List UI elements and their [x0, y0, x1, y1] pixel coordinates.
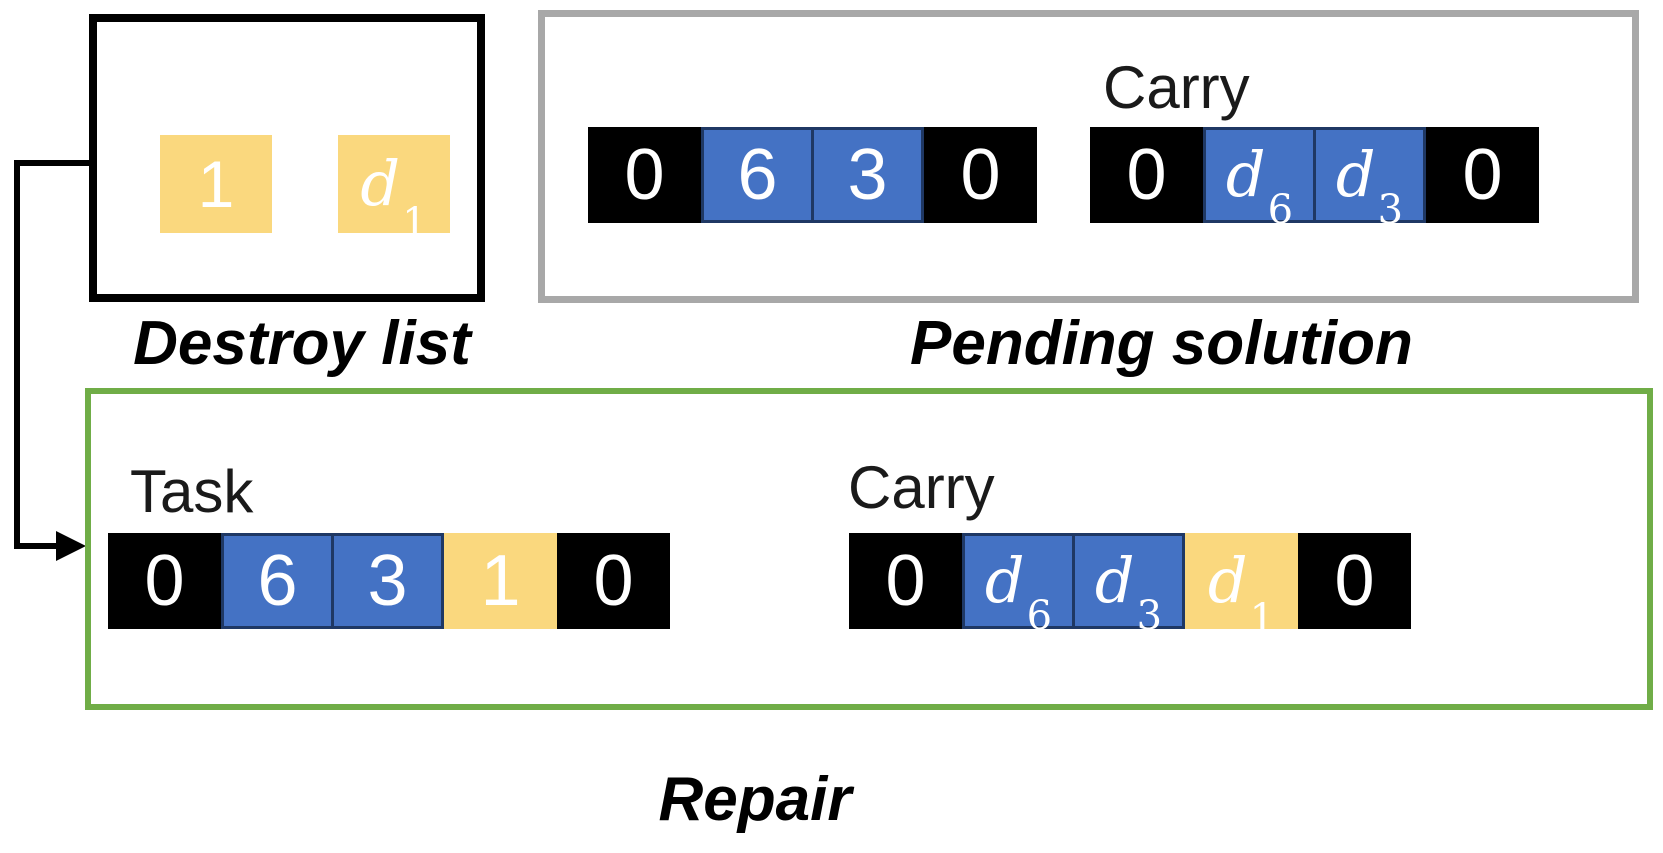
math-variable: d [360, 147, 401, 220]
sequence-cell: 0 [924, 127, 1037, 223]
repair-carry-label: Carry [848, 454, 995, 521]
sequence-cell: 0 [1090, 127, 1203, 223]
sequence-cell: 3 [331, 533, 444, 629]
destroy-to-repair-arrow [14, 160, 92, 561]
sequence-cell: 6 [701, 127, 814, 223]
math-variable: d [984, 544, 1025, 617]
sequence-cell: 6 [221, 533, 334, 629]
math-subscript: 6 [1026, 593, 1053, 639]
math-variable: d [1225, 138, 1266, 211]
sequence-cell: 0 [1298, 533, 1411, 629]
math-subscript: 1 [402, 200, 428, 246]
math-variable: d [1335, 138, 1376, 211]
sequence-cell: 0 [588, 127, 701, 223]
repair-title: Repair [658, 765, 852, 834]
repair-task-label: Task [130, 458, 254, 525]
math-subscript: 3 [1136, 593, 1163, 639]
sequence-cell: 0 [1426, 127, 1539, 223]
math-subscript: 1 [1249, 596, 1276, 642]
sequence-cell: 0 [849, 533, 962, 629]
destroy-item-cell: 1 [160, 135, 272, 233]
destroy-list-title: Destroy list [133, 309, 471, 378]
sequence-cell: 3 [811, 127, 924, 223]
math-subscript: 3 [1377, 187, 1404, 233]
pending-solution-title: Pending solution [910, 309, 1413, 378]
math-subscript: 6 [1267, 187, 1294, 233]
sequence-cell: 0 [108, 533, 221, 629]
math-variable: d [1094, 544, 1135, 617]
sequence-cell: 0 [557, 533, 670, 629]
sequence-cell: 1 [444, 533, 557, 629]
math-variable: d [1207, 544, 1248, 617]
pending-carry-label: Carry [1103, 54, 1250, 121]
